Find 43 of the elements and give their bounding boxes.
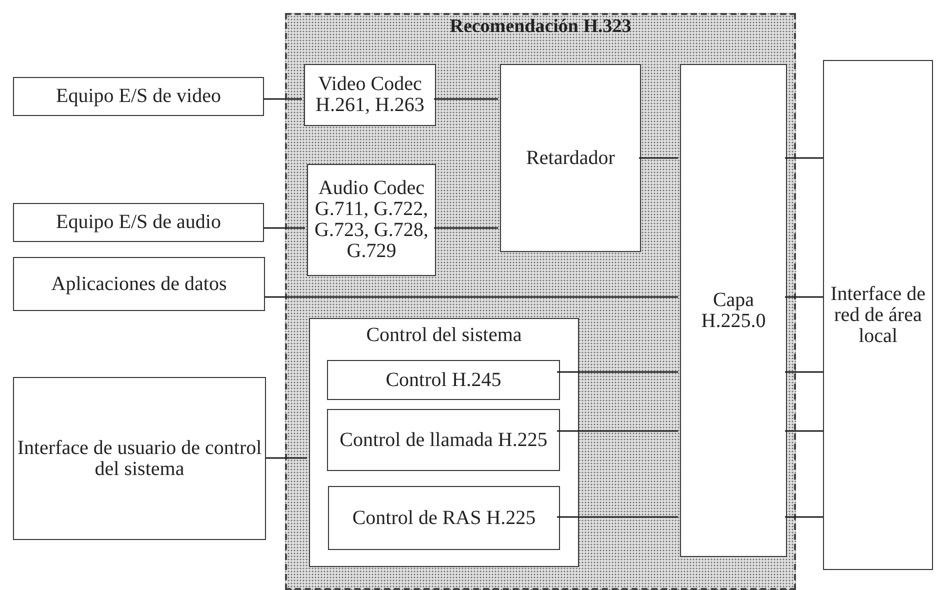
process-box — [307, 164, 436, 276]
process-box — [327, 360, 560, 400]
connector-line — [265, 296, 678, 298]
connector-line — [264, 98, 302, 100]
process-box — [13, 377, 266, 540]
process-box — [680, 64, 787, 557]
process-box — [13, 203, 264, 242]
box-label: Control de RAS H.225 — [351, 508, 537, 528]
process-box — [304, 64, 436, 126]
connector-line — [785, 296, 823, 298]
process-box — [328, 486, 560, 550]
box-label: Equipo E/S de audio — [55, 212, 222, 233]
box-label: Control de llamada H.225 — [338, 430, 548, 450]
box-label: Audio Codec G.711, G.722, G.723, G.728, G.729 — [314, 178, 430, 262]
box-label: Aplicaciones de datos — [50, 274, 228, 294]
process-box — [500, 64, 641, 252]
process-box — [13, 257, 265, 311]
group-box — [309, 318, 579, 567]
connector-line — [785, 371, 823, 373]
connector-line — [557, 430, 678, 432]
box-label: Video Codec H.261, H.263 — [314, 74, 426, 116]
connector-line — [557, 516, 678, 518]
box-label: Interface de red de área local — [830, 284, 926, 346]
connector-line — [785, 430, 823, 432]
group-region — [285, 13, 796, 590]
box-label: Control H.245 — [384, 370, 502, 390]
connector-line — [785, 516, 823, 518]
process-box — [13, 77, 264, 116]
process-box — [327, 409, 560, 471]
connector-line — [639, 157, 678, 159]
box-label: Capa H.225.0 — [700, 290, 767, 332]
connector-line — [434, 227, 498, 229]
connector-line — [266, 457, 307, 459]
box-label: Retardador — [525, 148, 616, 168]
box-label: Interface de usuario de control del sistema — [16, 438, 263, 480]
box-label: Equipo E/S de video — [55, 86, 222, 107]
connector-line — [434, 98, 498, 100]
connector-line — [557, 371, 678, 373]
group-title: Control del sistema — [365, 325, 523, 346]
process-box — [823, 60, 933, 570]
panel-title: Recomendación H.323 — [448, 17, 632, 37]
connector-line — [785, 157, 823, 159]
connector-line — [264, 227, 305, 229]
